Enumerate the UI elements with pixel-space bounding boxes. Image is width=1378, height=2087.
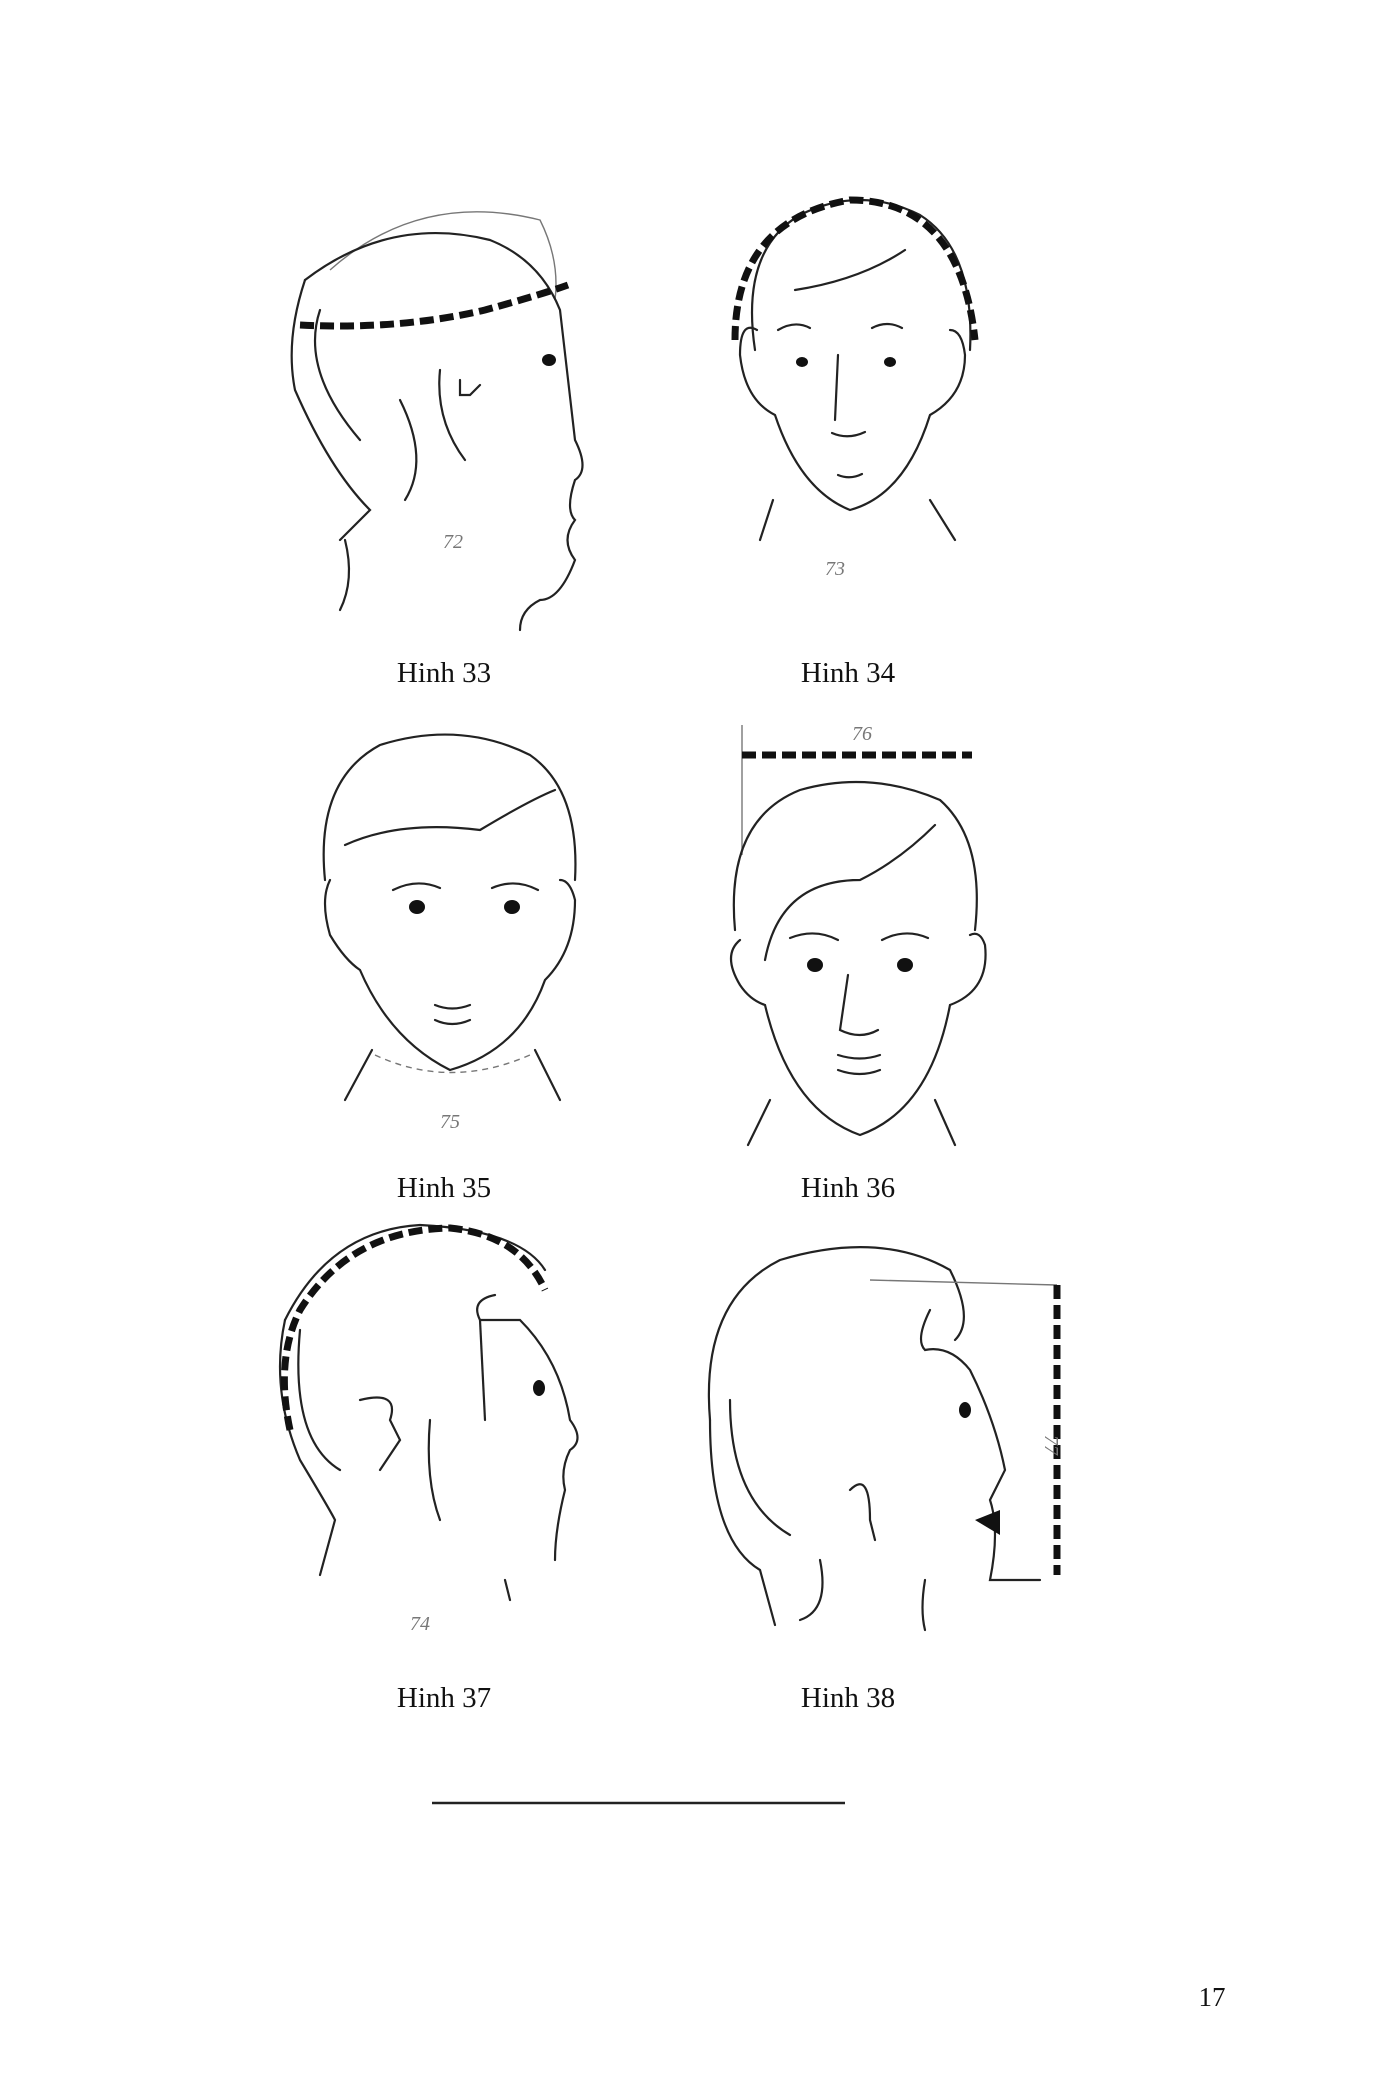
figure-38-number: 77 [1040,1435,1062,1456]
figure-37-number: 74 [410,1613,430,1635]
figure-33-number: 72 [443,531,463,553]
figure-38-caption: Hinh 38 [801,1682,895,1714]
figure-36-caption: Hinh 36 [801,1172,895,1204]
figure-36-number: 76 [852,723,872,745]
figure-38-illustration [707,1246,1061,1632]
figure-33-illustration [290,211,584,632]
figure-37-caption: Hinh 37 [397,1682,491,1714]
figure-35-number: 75 [440,1111,460,1133]
page-number: 17 [1199,1982,1226,2012]
figure-35-caption: Hinh 35 [397,1172,491,1204]
figure-36-illustration [729,725,987,1147]
figure-37-illustration [278,1223,579,1602]
figure-34-number: 73 [825,558,845,580]
figure-35-illustration [322,733,577,1102]
figure-34-caption: Hinh 34 [801,657,896,689]
figure-33-caption: Hinh 33 [397,657,491,689]
figure-34-illustration [731,196,979,542]
